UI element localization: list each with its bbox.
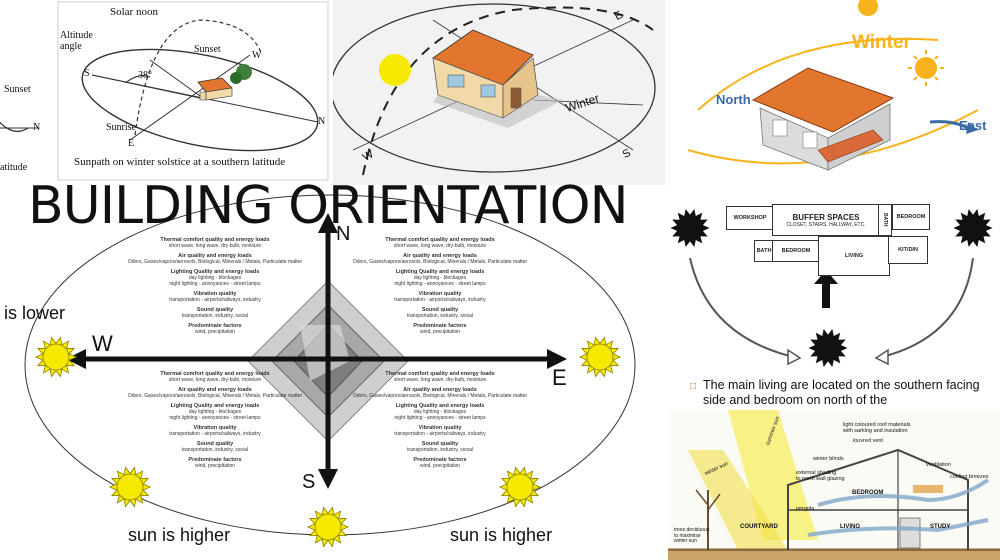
pergola-label: pergola [796, 506, 815, 512]
room-kit-din: KIT/DIN [888, 236, 928, 264]
angle-value-label: 38° [138, 70, 152, 81]
east-blue-label: East [959, 118, 987, 133]
buffer-subtitle: CLOSET, STAIRS, HALLWAY, ETC. [786, 221, 866, 228]
compass-n-label: N [336, 223, 351, 245]
factor-block-se: Thermal comfort quality and energy loads… [352, 371, 528, 469]
winter-house-panel: Winter E W S [333, 0, 665, 185]
winter-sun-orange [908, 50, 944, 86]
top-sun [858, 0, 878, 16]
sun-higher-left-label: sun is higher [128, 525, 231, 545]
solar-noon-label: Solar noon [110, 6, 158, 18]
sun-icon-south [306, 506, 350, 548]
winter-blinds-label: winter blinds [813, 456, 844, 462]
floor-plan-arrows [689, 257, 974, 366]
note-text: The main living are located on the south… [703, 378, 980, 407]
section-study-label: STUDY [930, 524, 951, 530]
east-label: E [128, 138, 135, 149]
sun-icon-plan-east [953, 208, 993, 248]
trees-note-label: trees deciduous to maximise winter sun [674, 527, 710, 544]
north-label: N [318, 116, 326, 127]
compass-panel: N S W E is lower sun is higher sun is hi… [0, 185, 665, 560]
west-label: W [252, 50, 262, 61]
ventilation-label: ventilation [926, 462, 951, 468]
winter-house-diagram [333, 3, 656, 176]
room-bedroom: BEDROOM [772, 240, 820, 262]
south-label: S [84, 68, 90, 79]
north-east-diagram [687, 0, 979, 171]
plan-suns [670, 208, 993, 368]
buffer-title: BUFFER SPACES [792, 212, 860, 222]
compass-suns [34, 336, 622, 548]
section-diagram [668, 410, 1000, 560]
room-bedroom-top: BEDROOM [892, 204, 930, 230]
sun-higher-right-label: sun is higher [450, 525, 553, 545]
compass-diagram [24, 194, 636, 536]
section-living-label: LIVING [840, 524, 861, 530]
sun-icon-plan-west [670, 208, 710, 248]
sun-icon-west [34, 336, 78, 378]
sunpath-caption: Sunpath on winter solstice at a southern… [74, 156, 286, 168]
north-left-label: N [33, 122, 41, 133]
sunrise-label: Sunrise [106, 122, 136, 133]
altitude-angle-label: Altitude angle [60, 30, 93, 52]
room-bath-top: BATH [878, 204, 892, 236]
winter-sun [379, 54, 411, 86]
compass-w-label: W [92, 331, 113, 356]
note-bullet: □ [690, 381, 697, 392]
living-note: □ The main living are located on the sou… [690, 378, 990, 408]
sunpath-diagram [0, 1, 329, 181]
sun-icon-southeast [498, 466, 542, 508]
latitude-fragment: atitude [0, 162, 28, 173]
factor-block-ne: Thermal comfort quality and energy loads… [352, 237, 528, 335]
factor-block-sw: Thermal comfort quality and energy loads… [127, 371, 303, 469]
sunpath-winter-panel: Solar noon Altitude angle Sunset Sunset … [0, 0, 330, 183]
north-blue-label: North [716, 92, 751, 107]
roof-note: light coloured roof materials with sarki… [843, 422, 911, 434]
is-lower-label: is lower [4, 303, 66, 323]
north-east-panel: Winter North East [668, 0, 1000, 185]
compass-e-label: E [552, 365, 567, 390]
section-bedroom-label: BEDROOM [852, 490, 884, 496]
sun-icon-east [578, 336, 622, 378]
sun-icon-plan-south [808, 328, 848, 368]
courtyard-label: COURTYARD [740, 524, 778, 530]
sunset-label: Sunset [194, 44, 221, 55]
floor-plan-panel: WORKSHOP BUFFER SPACES CLOSET, STAIRS, H… [668, 188, 1000, 368]
room-workshop: WORKSHOP [726, 206, 774, 230]
compass-s-label: S [302, 471, 316, 493]
sunset-left-label: Sunset [4, 84, 31, 95]
louvred-vent-label: louvred vent [853, 438, 883, 444]
cooling-breezes-label: cooling breezes [950, 474, 989, 480]
external-shading-label: external shading to north wall glazing [796, 470, 845, 482]
section-panel: light coloured roof materials with sarki… [668, 410, 1000, 560]
factor-block-nw: Thermal comfort quality and energy loads… [127, 237, 303, 335]
winter-orange-label: Winter [852, 32, 911, 53]
sun-icon-southwest [108, 466, 152, 508]
page-title: BUILDING ORIENTATION [28, 176, 628, 236]
